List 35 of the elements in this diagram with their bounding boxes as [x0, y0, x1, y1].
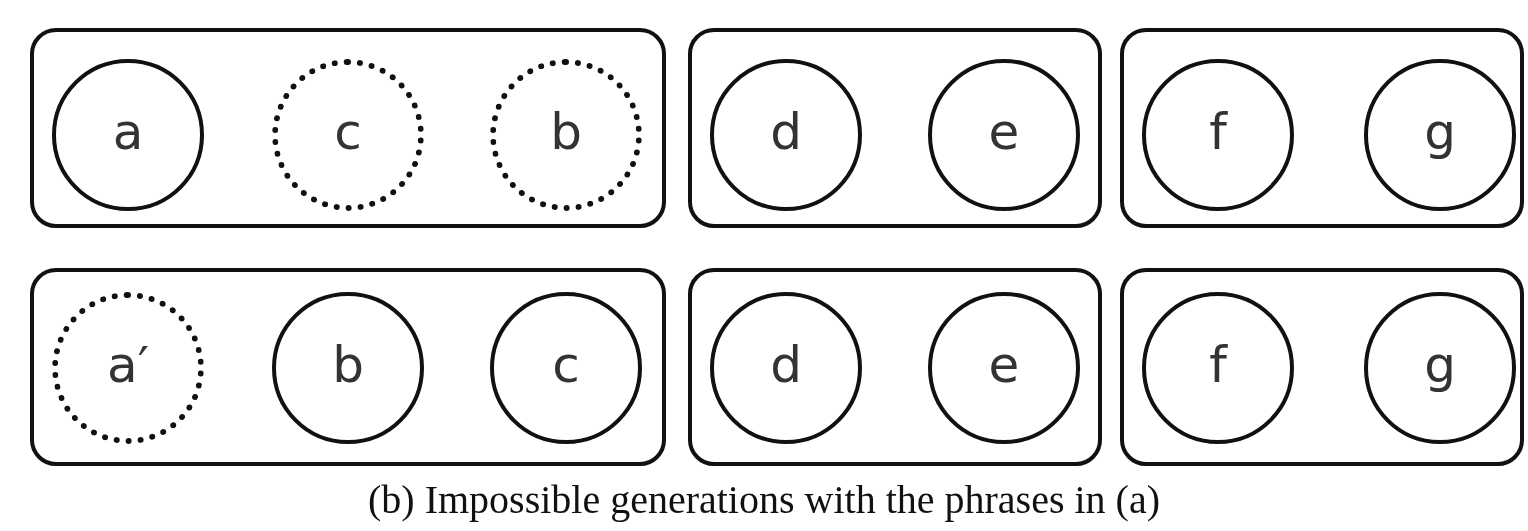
group-box: [30, 268, 666, 466]
node-label: f: [1209, 340, 1227, 390]
caption: (b) Impossible generations with the phrases in (a): [367, 476, 1161, 523]
node-label: b: [550, 107, 582, 157]
group-box: [30, 28, 666, 228]
node-label: b: [332, 340, 364, 390]
dotted-circle: [490, 59, 642, 211]
node-label: g: [1424, 340, 1456, 390]
node-label: e: [988, 340, 1020, 390]
dotted-circle: [52, 292, 204, 444]
node-label: c: [334, 107, 362, 157]
circle-node: [928, 292, 1080, 444]
group-box: [1120, 268, 1524, 466]
node-label: a: [112, 107, 144, 157]
node-label: g: [1424, 107, 1456, 157]
circle-node: [272, 292, 424, 444]
node-label: c: [552, 340, 580, 390]
circle-node: [710, 292, 862, 444]
node-label: d: [770, 340, 802, 390]
group-box: [688, 268, 1102, 466]
circle-node: [1364, 292, 1516, 444]
node-label: f: [1209, 107, 1227, 157]
circle-node: [1142, 292, 1294, 444]
circle-node: [490, 292, 642, 444]
circle-node: [1364, 59, 1516, 211]
circle-node: [52, 59, 204, 211]
circle-node: [710, 59, 862, 211]
node-label: a′: [107, 340, 149, 390]
circle-node: [1142, 59, 1294, 211]
dotted-circle: [272, 59, 424, 211]
node-label: e: [988, 107, 1020, 157]
group-box: [688, 28, 1102, 228]
group-box: [1120, 28, 1524, 228]
node-label: d: [770, 107, 802, 157]
circle-node: [928, 59, 1080, 211]
